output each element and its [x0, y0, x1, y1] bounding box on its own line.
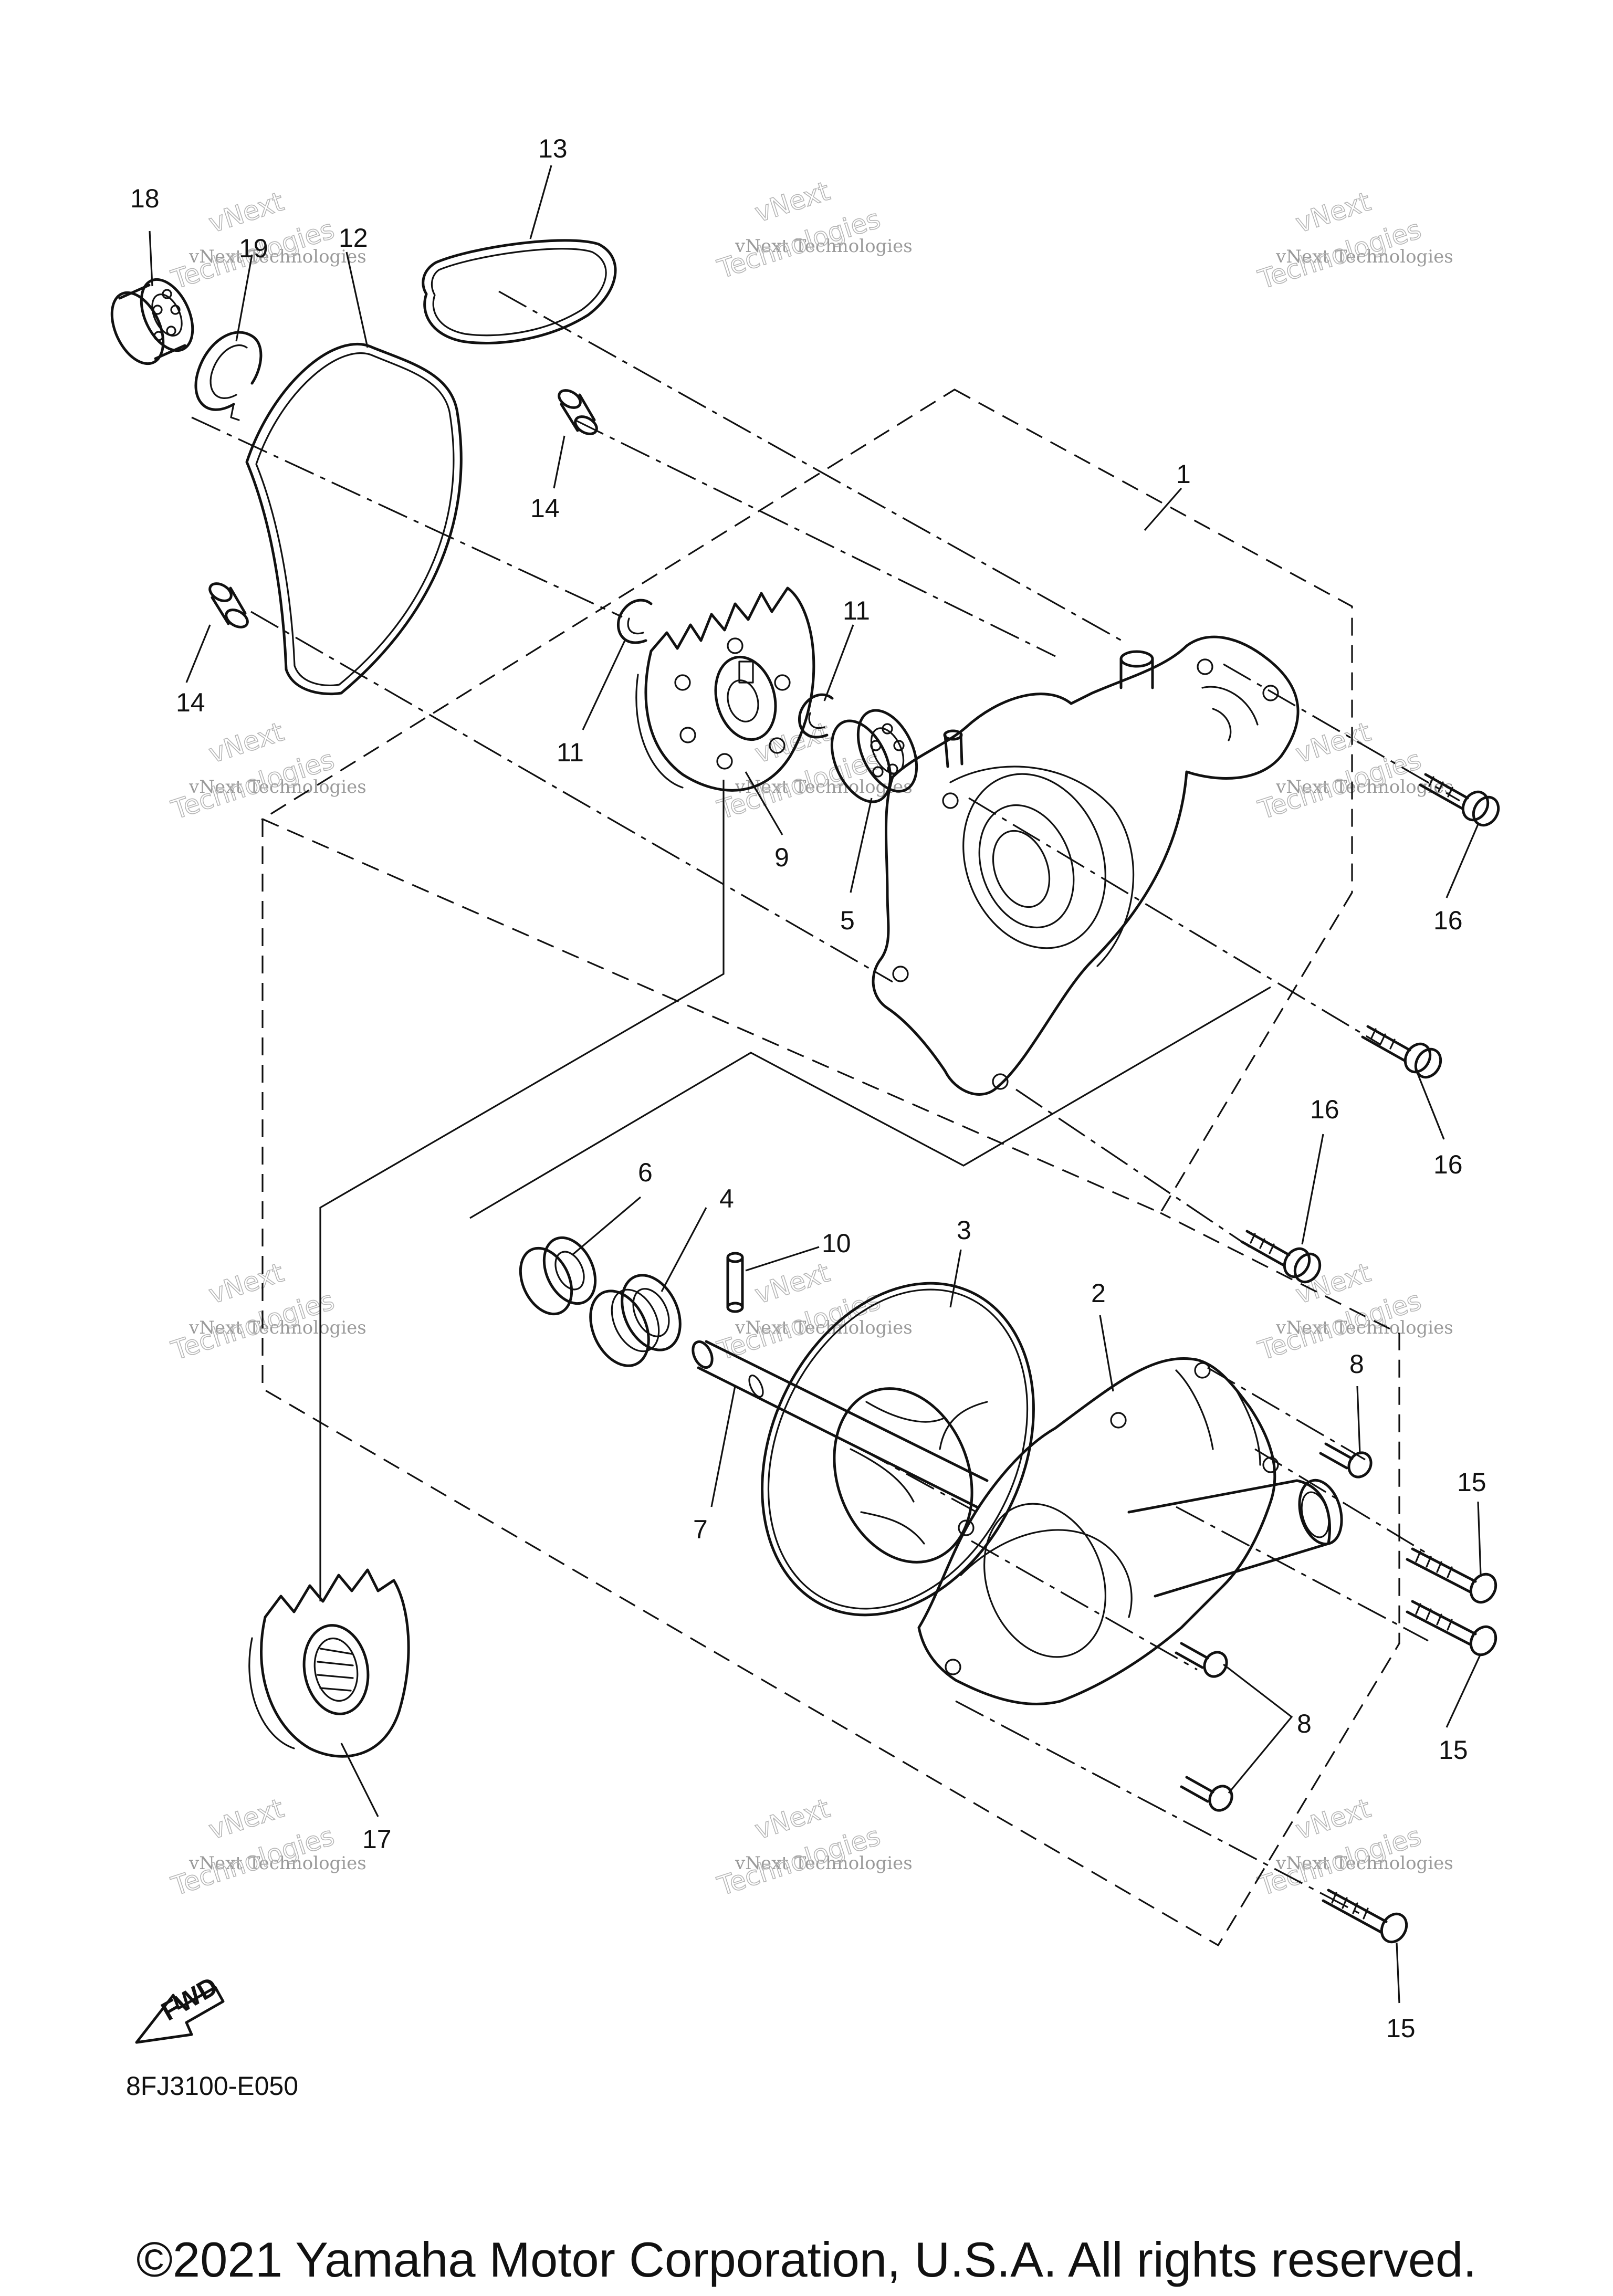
- label-12: 12: [339, 223, 368, 253]
- label-16-middle: 16: [1433, 1150, 1463, 1179]
- assembly-outline-upper: [260, 389, 1353, 1214]
- part-4-mechanical-seal: [589, 1274, 682, 1367]
- part-6-oil-seal: [519, 1236, 597, 1316]
- watermark: vNext vNext Technologies Technologies: [167, 1257, 366, 1367]
- watermark-line1: vNext Technologies: [188, 777, 366, 798]
- label-15-middle: 15: [1439, 1735, 1468, 1765]
- part-12-gasket-inner: [255, 352, 455, 687]
- part-14-dowel-lower: [208, 582, 249, 628]
- label-8-lower: 8: [1297, 1709, 1312, 1738]
- label-15-lower: 15: [1386, 2014, 1416, 2043]
- label-9: 9: [774, 843, 789, 872]
- impeller: [833, 1387, 988, 1564]
- part-13-seal: [422, 239, 617, 344]
- label-8-upper: 8: [1349, 1349, 1364, 1379]
- part-3-o-ring-inner: [767, 1288, 1029, 1610]
- part-8-bolt-upper: [1319, 1442, 1373, 1479]
- part-15-bolt-upper: [1406, 1547, 1497, 1604]
- watermark: vNext vNext Technologies Technologies: [713, 1792, 913, 1902]
- watermark: vNext vNext Technologies Technologies: [1254, 716, 1453, 826]
- watermark: vNext vNext Technologies Technologies: [167, 716, 366, 826]
- watermark-line1: vNext Technologies: [1275, 1853, 1453, 1874]
- label-4: 4: [719, 1184, 734, 1213]
- label-19: 19: [239, 234, 268, 263]
- alignment-lines: [191, 290, 1460, 1917]
- part-8-bolt-middle: [1175, 1642, 1228, 1678]
- part-17-gear: [248, 1568, 410, 1758]
- watermark-line1: vNext Technologies: [1275, 246, 1453, 267]
- label-16-upper: 16: [1433, 906, 1463, 935]
- label-15-upper: 15: [1457, 1467, 1486, 1497]
- part-16-bolt-upper: [1419, 773, 1500, 827]
- label-5: 5: [840, 906, 855, 935]
- sub-assembly-bracket-upper: [319, 780, 725, 1601]
- watermark-line1: vNext Technologies: [188, 1317, 366, 1338]
- part-1-housing-cover: [872, 635, 1300, 1096]
- watermark-line1: vNext Technologies: [735, 1853, 913, 1874]
- part-8-bolt-lower: [1180, 1776, 1233, 1812]
- part-14-dowel-upper: [558, 389, 598, 435]
- watermark: vNext vNext Technologies Technologies: [167, 1792, 366, 1902]
- label-14-lower: 14: [176, 688, 205, 717]
- part-19-circlip: [194, 331, 263, 421]
- label-1: 1: [1176, 459, 1191, 489]
- part-12-gasket: [245, 343, 463, 696]
- label-16-lower: 16: [1310, 1095, 1339, 1124]
- part-10-pin: [726, 1252, 744, 1313]
- copyright-notice: ©2021 Yamaha Motor Corporation, U.S.A. A…: [136, 2232, 1477, 2287]
- watermark-line1: vNext Technologies: [735, 777, 913, 798]
- label-13: 13: [538, 134, 568, 163]
- label-3: 3: [957, 1215, 971, 1245]
- part-3-o-ring: [761, 1282, 1035, 1617]
- label-17: 17: [362, 1825, 392, 1854]
- fwd-badge: FWD: [156, 1971, 223, 2026]
- watermark: vNext vNext Technologies Technologies: [1254, 186, 1453, 296]
- label-6: 6: [638, 1158, 653, 1187]
- watermark-line1: vNext Technologies: [188, 1853, 366, 1874]
- label-11-left: 11: [557, 738, 584, 767]
- label-2: 2: [1091, 1278, 1106, 1308]
- part-labels: 18 19 12 13 14 14 11 11 9 5 1 16 16 16 6…: [130, 134, 1486, 2043]
- label-18: 18: [130, 184, 160, 213]
- part-11-circlip-right: [798, 693, 834, 739]
- part-18-bearing: [110, 278, 194, 365]
- part-13-seal-inner: [431, 248, 607, 337]
- label-11-right: 11: [843, 596, 870, 625]
- part-15-bolt-middle: [1406, 1600, 1497, 1657]
- watermark-line1: vNext Technologies: [735, 236, 913, 257]
- part-16-bolt-lower: [1240, 1230, 1322, 1284]
- assembly-outline-lower: [261, 819, 1400, 1947]
- part-11-circlip-left: [616, 599, 653, 644]
- label-10: 10: [822, 1229, 851, 1258]
- part-7-shaft: [692, 1340, 989, 1508]
- fwd-arrow-icon: FWD: [135, 1971, 225, 2044]
- watermark-line1: vNext Technologies: [1275, 1317, 1453, 1338]
- watermark-line1: vNext Technologies: [188, 246, 366, 267]
- watermark: vNext vNext Technologies Technologies: [713, 175, 913, 285]
- leader-lines: [149, 165, 1482, 2004]
- part-9-gear: [635, 586, 815, 792]
- label-14-upper: 14: [530, 494, 560, 523]
- label-7: 7: [693, 1515, 708, 1544]
- sub-assembly-bracket-lower: [469, 986, 1271, 1219]
- part-16-bolt-middle: [1361, 1025, 1442, 1079]
- part-2-pump-housing: [917, 1357, 1343, 1705]
- watermark: vNext vNext Technologies Technologies: [1254, 1792, 1453, 1902]
- part-5-bearing: [830, 709, 918, 803]
- diagram-code: 8FJ3100-E050: [126, 2071, 298, 2101]
- part-15-bolt-lower: [1322, 1889, 1408, 1944]
